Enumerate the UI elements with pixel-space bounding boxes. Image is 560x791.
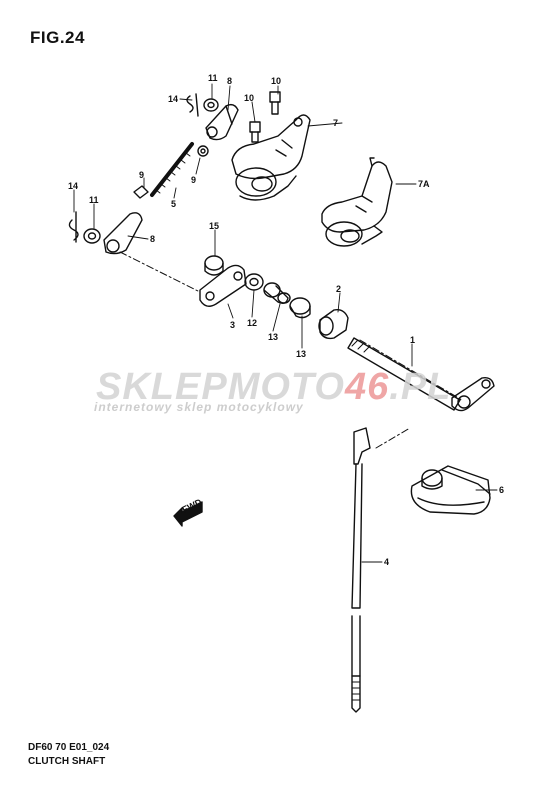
callout-10-a: 10 — [271, 76, 281, 86]
callout-7: 7 — [333, 118, 338, 128]
callout-11-left: 11 — [89, 195, 99, 205]
bolt-10-a — [269, 91, 281, 115]
collar-2 — [318, 308, 349, 340]
leader-lines — [73, 83, 498, 563]
watermark-brand: SKLEPMOTO46.PL — [96, 366, 451, 409]
washer-11-left — [83, 228, 101, 244]
watermark-brand-accent: 46 — [345, 366, 390, 408]
callout-9-a: 9 — [139, 170, 144, 180]
clip-14-top — [186, 93, 199, 117]
push-rod-4 — [351, 427, 371, 713]
sleeve-9-lower — [133, 185, 149, 199]
washer-12 — [244, 273, 264, 291]
callout-2: 2 — [336, 284, 341, 294]
lever-end-8-top — [205, 103, 239, 141]
release-arm-7 — [231, 114, 311, 201]
callout-9-b: 9 — [191, 175, 196, 185]
cushion-6 — [410, 465, 491, 515]
forward-direction-arrow: FWD — [173, 497, 204, 527]
callout-4: 4 — [384, 557, 389, 567]
watermark-tagline: internetowy sklep motocyklowy — [94, 400, 304, 414]
callout-11-top: 11 — [208, 73, 218, 83]
watermark-brand-suffix: .PL — [389, 366, 452, 408]
callout-7a: 7A — [418, 179, 430, 189]
callout-14-top: 14 — [168, 94, 178, 104]
lever-bracket-3 — [199, 264, 247, 307]
figure-name: CLUTCH SHAFT — [28, 756, 106, 767]
callout-3: 3 — [230, 320, 235, 330]
callout-12: 12 — [247, 318, 257, 328]
sleeve-9-upper — [197, 145, 209, 157]
callout-8-mid: 8 — [150, 234, 155, 244]
callout-5: 5 — [171, 199, 176, 209]
figure-title: FIG.24 — [30, 28, 85, 47]
clip-14-left — [68, 211, 79, 243]
bush-13-a — [263, 282, 291, 305]
assembly-center-lines — [119, 251, 463, 449]
bush-13-b — [289, 297, 311, 319]
release-arm-7a — [321, 157, 393, 247]
callout-1: 1 — [410, 335, 415, 345]
bushing-15 — [204, 255, 224, 276]
callout-10-b: 10 — [244, 93, 254, 103]
bolt-10-b — [249, 121, 261, 143]
washer-11-top — [203, 98, 219, 112]
lever-end-8-mid — [103, 212, 143, 255]
callout-6: 6 — [499, 485, 504, 495]
callout-14-left: 14 — [68, 181, 78, 191]
callout-15: 15 — [209, 221, 219, 231]
clutch-shaft-1 — [347, 337, 495, 412]
callout-13-b: 13 — [296, 349, 306, 359]
threaded-rod-5 — [150, 142, 194, 197]
callout-8-top: 8 — [227, 76, 232, 86]
watermark-brand-main: SKLEPMOTO — [96, 366, 345, 408]
callout-13-a: 13 — [268, 332, 278, 342]
model-code: DF60 70 E01_024 — [28, 742, 110, 753]
